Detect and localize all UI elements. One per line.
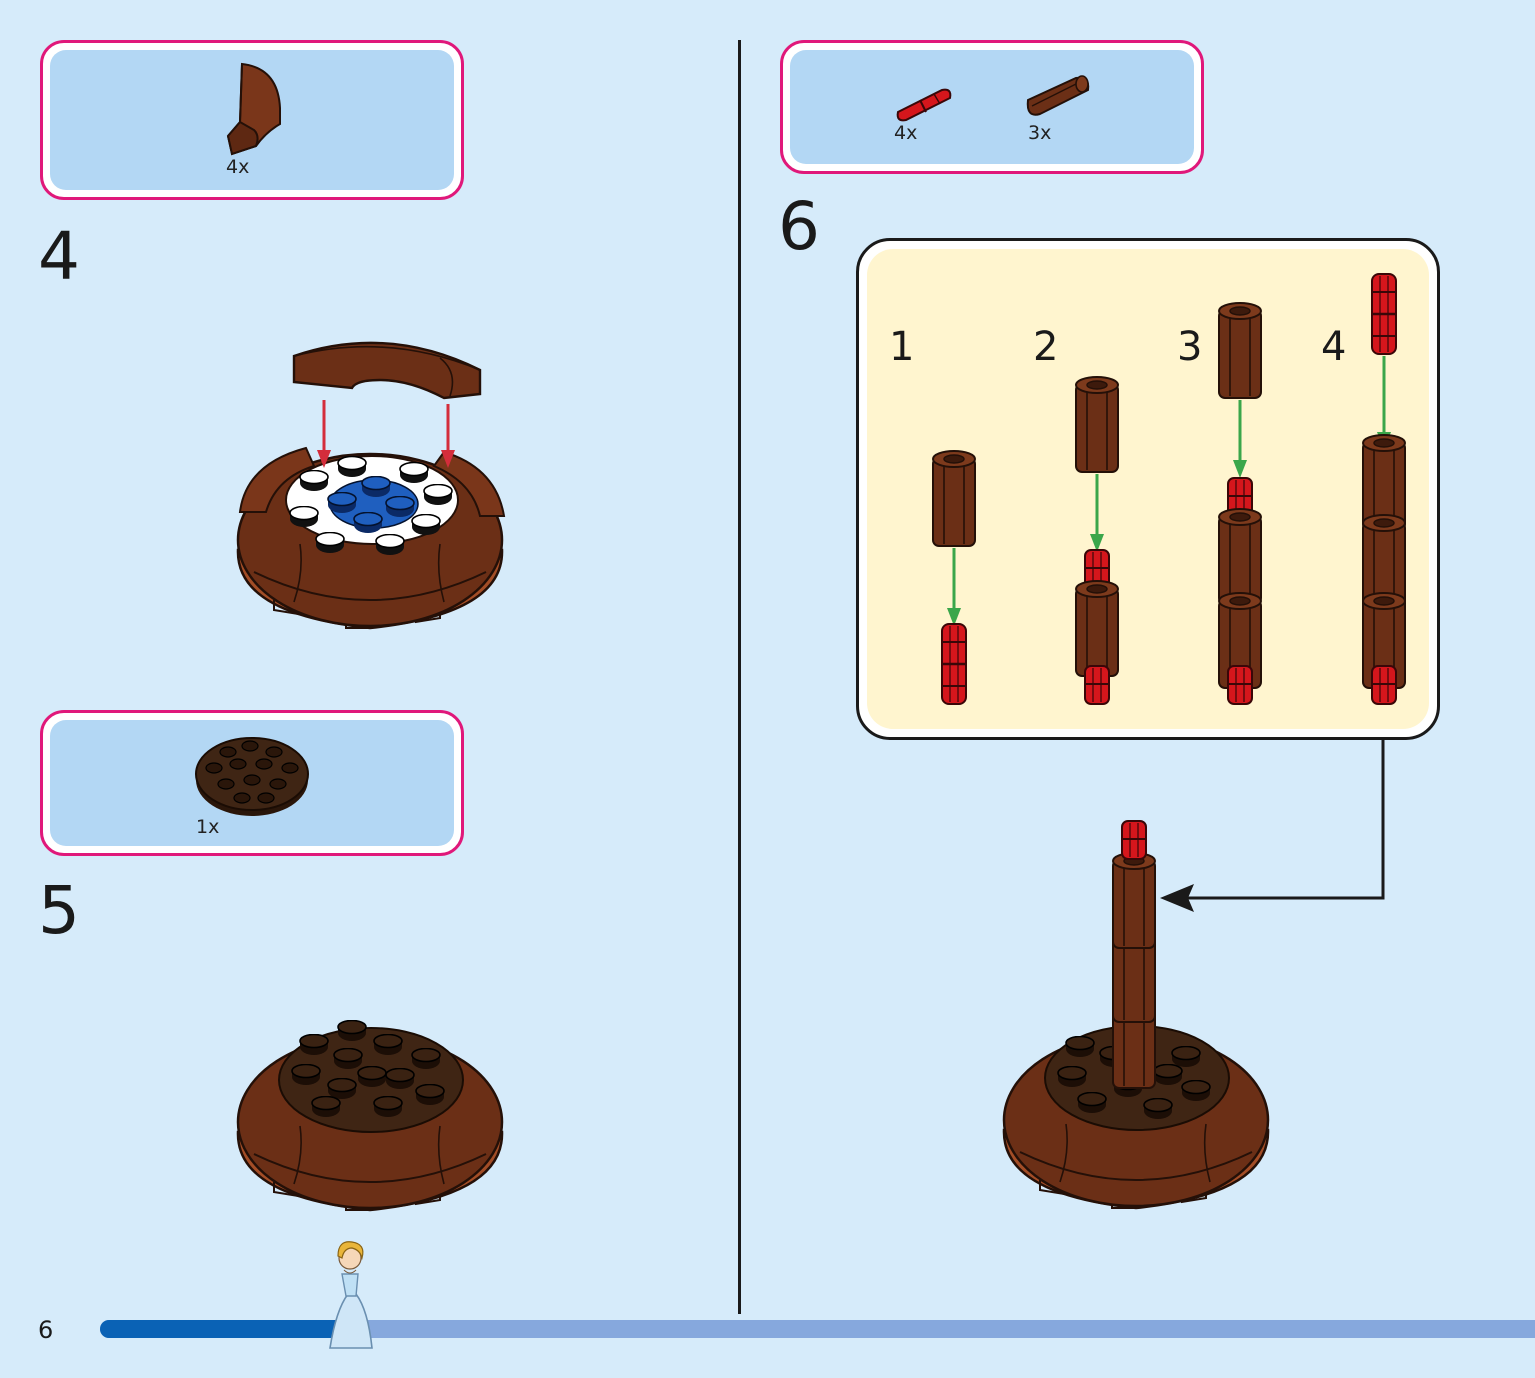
tree-trunk-pin-top bbox=[1118, 812, 1150, 868]
curved-slope-part-image bbox=[226, 62, 281, 156]
green-down-arrow bbox=[1090, 474, 1104, 552]
substep-2-column-top bbox=[1075, 376, 1119, 474]
page-number: 6 bbox=[38, 1316, 54, 1344]
substep-number-2: 2 bbox=[1033, 324, 1059, 370]
substep-1-axle-pin bbox=[938, 622, 970, 706]
dark-stud bbox=[1142, 1098, 1174, 1120]
part-quantity: 4x bbox=[894, 122, 918, 144]
green-down-arrow bbox=[947, 548, 961, 626]
dark-stud bbox=[310, 1096, 342, 1118]
page-divider bbox=[738, 40, 741, 1314]
placement-callout-arrow bbox=[1160, 740, 1385, 912]
step-4-parts-callout: 4x bbox=[40, 40, 464, 200]
blue-stud bbox=[326, 492, 358, 514]
step-5-parts-callout: 1x bbox=[40, 710, 464, 856]
dark-stud bbox=[384, 1068, 416, 1090]
step-5-build-illustration bbox=[232, 1010, 508, 1218]
substep-number-1: 1 bbox=[889, 324, 915, 370]
dark-stud bbox=[298, 1034, 330, 1056]
white-stud bbox=[398, 462, 430, 484]
part-quantity: 4x bbox=[226, 156, 250, 178]
falling-curved-slope bbox=[292, 341, 482, 400]
step-6-parts-callout: 4x 3x bbox=[780, 40, 1204, 174]
parts-callout-inner: 4x bbox=[50, 50, 454, 190]
substep-3-column-top bbox=[1218, 302, 1262, 400]
dark-stud bbox=[372, 1034, 404, 1056]
substep-number-3: 3 bbox=[1177, 324, 1203, 370]
progress-bar bbox=[100, 1320, 1535, 1338]
dark-stud bbox=[290, 1064, 322, 1086]
blue-stud bbox=[352, 512, 384, 534]
dark-stud bbox=[1076, 1092, 1108, 1114]
green-down-arrow bbox=[1233, 400, 1247, 478]
placed-curved-slope-right bbox=[432, 450, 506, 517]
substep-2-pin-bottom bbox=[1081, 664, 1113, 706]
substep-4-pin-bottom bbox=[1368, 664, 1400, 706]
red-down-arrow bbox=[441, 404, 455, 468]
princess-figure-icon bbox=[329, 1241, 373, 1349]
white-stud bbox=[374, 534, 406, 556]
dark-stud bbox=[410, 1048, 442, 1070]
part-quantity: 3x bbox=[1028, 122, 1052, 144]
placed-curved-slope-left bbox=[238, 446, 316, 513]
step-4-build-illustration bbox=[232, 336, 508, 636]
red-down-arrow bbox=[317, 400, 331, 468]
substep-number-4: 4 bbox=[1321, 324, 1347, 370]
dark-stud bbox=[1180, 1080, 1212, 1102]
dark-stud bbox=[1056, 1066, 1088, 1088]
white-stud bbox=[314, 532, 346, 554]
dark-stud bbox=[372, 1096, 404, 1118]
step-number-6: 6 bbox=[778, 188, 820, 265]
red-axle-pin-part-image bbox=[896, 88, 952, 122]
blue-stud bbox=[360, 476, 392, 498]
dark-stud bbox=[414, 1084, 446, 1106]
brown-column-part-image bbox=[1026, 75, 1090, 116]
parts-callout-inner: 4x 3x bbox=[790, 50, 1194, 164]
dark-stud bbox=[1064, 1036, 1096, 1058]
step-6-build-illustration bbox=[998, 808, 1272, 1218]
step-number-4: 4 bbox=[38, 218, 80, 295]
step-number-5: 5 bbox=[38, 872, 80, 949]
progress-bar-fill bbox=[100, 1320, 344, 1338]
white-stud bbox=[336, 456, 368, 478]
substep-4-axle-pin bbox=[1368, 272, 1400, 356]
substep-3-pin-bottom bbox=[1224, 664, 1256, 706]
substep-1-column bbox=[932, 450, 976, 548]
blue-stud bbox=[384, 496, 416, 518]
dark-stud bbox=[336, 1020, 368, 1042]
round-plate-part-image bbox=[195, 737, 309, 816]
parts-callout-inner: 1x bbox=[50, 720, 454, 846]
part-quantity: 1x bbox=[196, 816, 220, 838]
